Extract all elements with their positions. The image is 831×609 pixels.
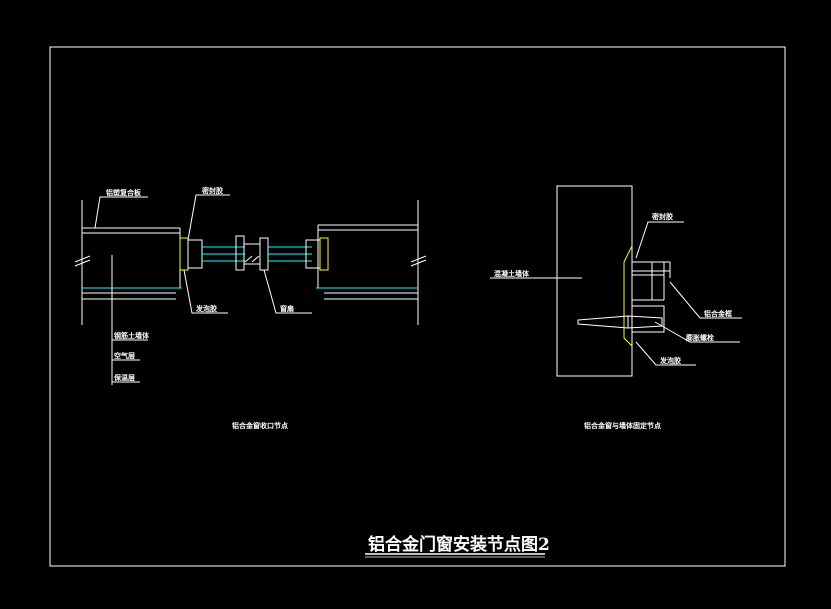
label-foam-left: 发泡胶 (195, 304, 217, 313)
label-aluminum-frame: 铝合金框 (704, 309, 732, 318)
right-leaders (490, 221, 742, 366)
left-leaders (94, 194, 312, 385)
aluminum-frame-profiles (623, 245, 671, 347)
label-expansion-bolt: 膨胀螺栓 (685, 333, 714, 342)
left-wall (74, 200, 182, 325)
drawing-title: 铝合金门窗安装节点图2 (368, 534, 550, 555)
concrete-wall (556, 185, 633, 377)
left-window-frame (179, 235, 329, 271)
label-rc-wall: 钢筋土墙体 (114, 331, 150, 340)
right-wall (316, 200, 427, 325)
label-concrete-wall: 混凝土墙体 (494, 269, 530, 278)
label-air-layer: 空气层 (114, 351, 135, 360)
drawing-border (49, 46, 786, 567)
label-aluminum-composite-panel: 铝塑复合板 (106, 188, 142, 197)
caption-right-detail: 铝合金窗与墙体固定节点 (584, 421, 661, 430)
right-detail: 密封胶 混凝土墙体 铝合金框 膨胀螺栓 发泡胶 铝合金窗与墙体固定节点 (490, 185, 742, 430)
caption-left-detail: 铝合金窗收口节点 (232, 421, 288, 430)
label-insulation: 保温层 (113, 373, 135, 382)
label-sash: 窗扇 (280, 304, 294, 313)
label-foam-right: 发泡胶 (659, 356, 681, 365)
label-sealant-left: 密封胶 (202, 186, 223, 195)
expansion-bolt (577, 315, 663, 329)
label-sealant-right: 密封胶 (652, 212, 673, 221)
left-detail: 铝塑复合板 密封胶 发泡胶 窗扇 钢筋土墙体 空气层 保温层 铝合金窗收口节点 (74, 186, 427, 430)
